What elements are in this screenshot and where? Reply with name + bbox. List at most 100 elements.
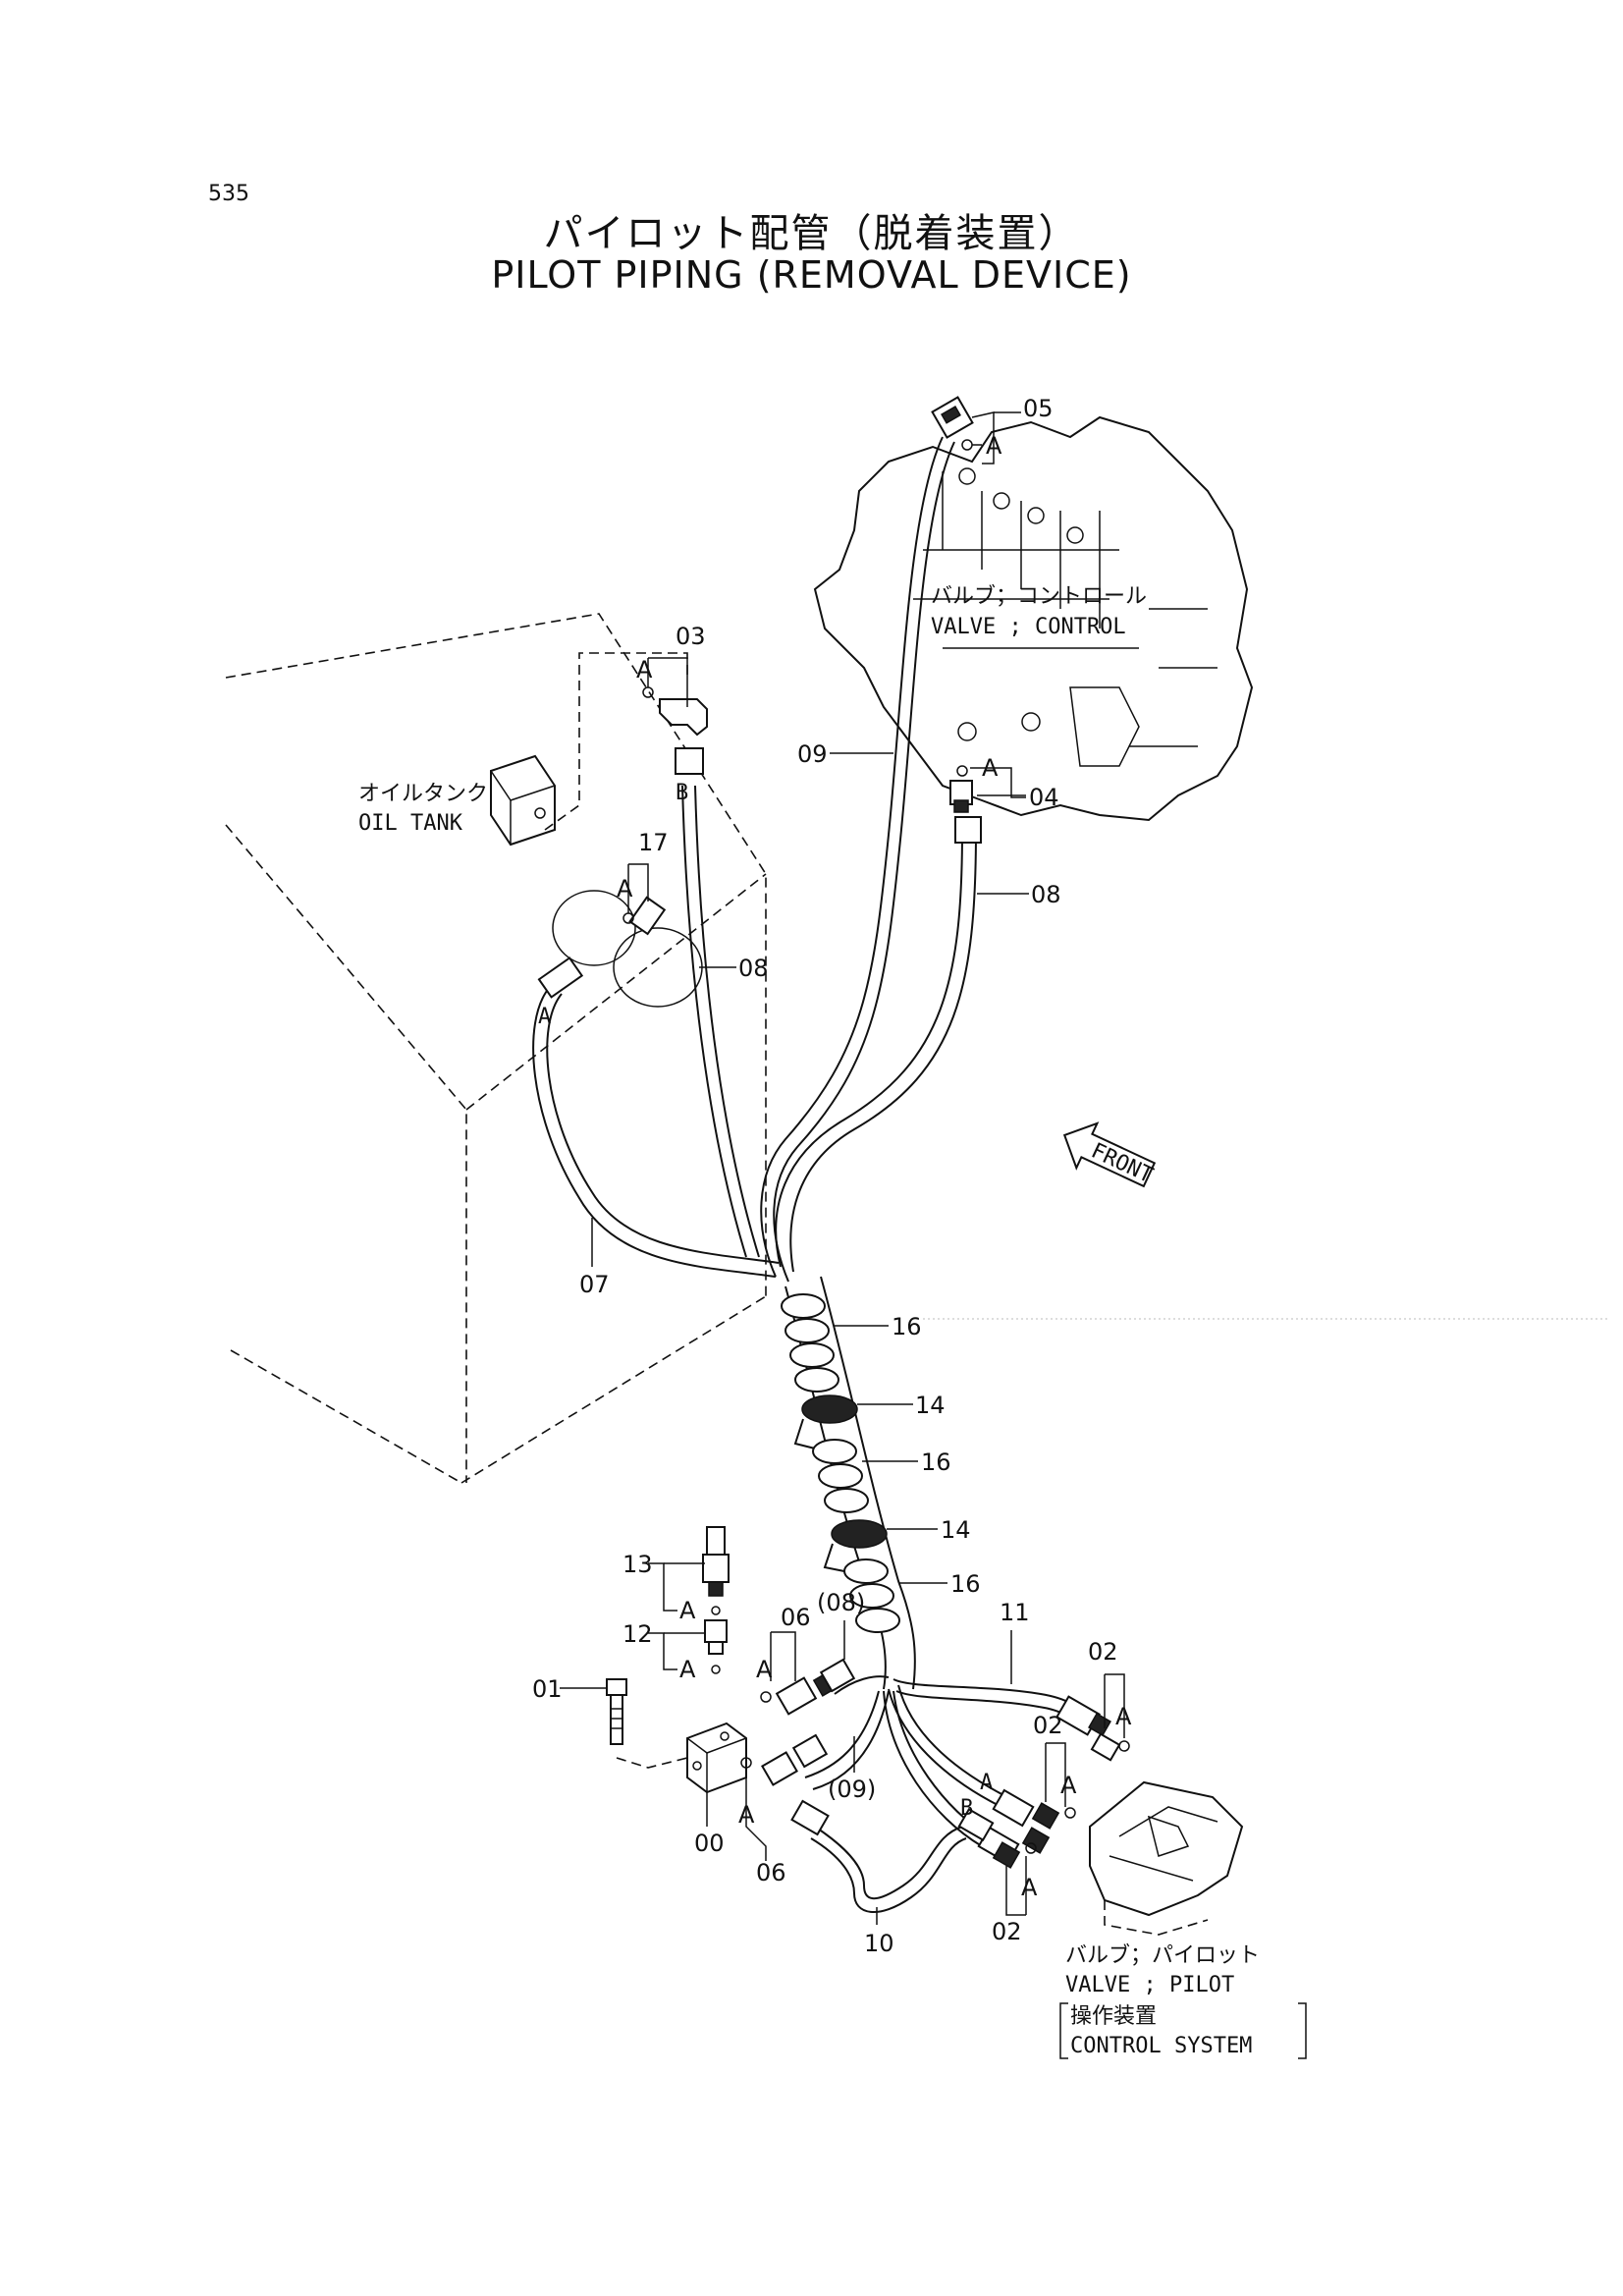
callout-05: A 05 xyxy=(961,395,1054,465)
callout-01: 01 xyxy=(532,1675,607,1703)
callout-08-paren-label: (08) xyxy=(817,1589,865,1616)
hose-lower-branches xyxy=(804,1684,1012,1847)
oil-tank-label-jp: オイルタンク xyxy=(358,782,488,806)
callout-02-mid: A 02 A B xyxy=(960,1712,1077,1821)
bolt-01 xyxy=(606,1678,688,1769)
callout-08-right-label: 08 xyxy=(1031,881,1061,908)
control-system-label: CONTROL SYSTEM xyxy=(1070,2034,1252,2058)
callout-16-upper-label: 16 xyxy=(892,1313,922,1340)
callout-06-upper-label: 06 xyxy=(781,1604,811,1631)
callout-14-lower-label: 14 xyxy=(941,1516,971,1544)
hose-end-letter-a-left: A xyxy=(538,1005,551,1029)
fitting-03 xyxy=(659,698,708,775)
fitting-11-end xyxy=(1055,1695,1111,1736)
hose-10 xyxy=(810,1826,967,1913)
hose-end-letter-a-lower: A xyxy=(980,1771,993,1795)
hose-08-left xyxy=(681,785,760,1258)
callout-04: A 04 xyxy=(956,754,1059,811)
callout-16-mid-label: 16 xyxy=(921,1449,951,1476)
oil-tank-label: OIL TANK xyxy=(358,811,463,836)
clamp-14-upper xyxy=(793,1394,858,1449)
front-arrow: FRONT xyxy=(1062,1121,1157,1189)
hose-07 xyxy=(532,986,780,1278)
callout-12-label: 12 xyxy=(622,1620,653,1648)
callout-16-upper: 16 xyxy=(835,1313,922,1340)
hose-end-letter-b-lower: B xyxy=(960,1796,973,1821)
fittings-02-mid xyxy=(957,1788,1060,1869)
pilot-valve xyxy=(1089,1780,1244,1936)
page-title: PILOT PIPING (REMOVAL DEVICE) xyxy=(491,253,1132,297)
hose-08-lower xyxy=(834,1675,890,1695)
fitting-07-end xyxy=(537,957,584,999)
callout-02-mid-letter-a: A xyxy=(1060,1772,1077,1799)
callout-03: A 03 B xyxy=(636,623,706,805)
control-valve-label-jp: バルブ；コントロール xyxy=(931,584,1147,609)
callout-16-mid: 16 xyxy=(862,1449,951,1476)
hose-bundle xyxy=(781,1276,916,1690)
callout-08-right: 08 xyxy=(977,881,1061,908)
fitting-17 xyxy=(628,896,667,936)
callout-02-top-label: 02 xyxy=(1088,1638,1118,1666)
hose-09 xyxy=(760,436,955,1283)
fitting-05 xyxy=(931,396,974,439)
callout-10-label: 10 xyxy=(864,1930,894,1957)
callout-06-lower-letter-a: A xyxy=(738,1801,755,1829)
callout-05-letter-a: A xyxy=(986,432,1002,460)
callout-13-label: 13 xyxy=(622,1551,653,1578)
callout-08-left-label: 08 xyxy=(738,955,769,982)
hose-08-right xyxy=(775,829,977,1273)
fitting-08-top xyxy=(954,816,982,844)
oil-tank-port xyxy=(490,652,688,847)
clamp-14-lower xyxy=(823,1519,888,1572)
callout-06-lower: A 06 xyxy=(738,1757,786,1886)
control-system-bracket xyxy=(1059,2002,1307,2059)
callout-07-label: 07 xyxy=(579,1271,610,1298)
pilot-valve-label: VALVE ; PILOT xyxy=(1065,1973,1234,1997)
pilot-valve-label-jp: バルブ；パイロット xyxy=(1065,1943,1260,1968)
control-valve xyxy=(813,415,1254,822)
check-valve-13 xyxy=(702,1526,730,1615)
callout-02-mid-label: 02 xyxy=(1033,1712,1063,1739)
callout-03-letter-a: A xyxy=(636,656,653,683)
protector-16-mid xyxy=(812,1439,869,1513)
callout-09-label: 09 xyxy=(797,740,828,768)
protector-16-upper xyxy=(781,1293,839,1393)
callout-06-upper: A 06 xyxy=(756,1604,811,1703)
block-00 xyxy=(686,1722,747,1794)
callout-06-upper-letter-a: A xyxy=(756,1656,773,1683)
callout-06-lower-label: 06 xyxy=(756,1859,786,1886)
callout-14-lower: 14 xyxy=(887,1516,971,1544)
callout-05-label: 05 xyxy=(1023,395,1054,422)
callout-17-letter-a: A xyxy=(617,875,633,902)
callout-11: 11 xyxy=(1000,1599,1030,1684)
callout-02-bottom-letter-a: A xyxy=(1021,1874,1038,1901)
callout-08-paren: (08) xyxy=(817,1589,865,1660)
callout-02-top-letter-a: A xyxy=(1115,1703,1132,1730)
hose-end-letter-b-top: B xyxy=(676,781,688,805)
page-title-japanese: パイロット配管（脱着装置） xyxy=(543,211,1080,256)
fitting-02-top xyxy=(1090,1732,1121,1762)
callout-14-upper: 14 xyxy=(857,1392,946,1419)
callout-17: A 17 A xyxy=(538,829,669,1029)
callout-02-bottom: A 02 xyxy=(992,1842,1038,1945)
fitting-06-lower xyxy=(761,1733,830,1836)
fitting-08-lower xyxy=(819,1658,856,1693)
front-arrow-label: FRONT xyxy=(1087,1139,1157,1189)
callout-13: 13 A xyxy=(622,1551,705,1624)
callout-02-bottom-label: 02 xyxy=(992,1918,1022,1945)
callout-02-top: A 02 xyxy=(1088,1638,1132,1752)
protector-16-lower xyxy=(843,1558,900,1633)
callout-12-letter-a: A xyxy=(679,1656,696,1683)
callout-01-label: 01 xyxy=(532,1675,563,1703)
callout-04-letter-a: A xyxy=(982,754,999,782)
callout-11-label: 11 xyxy=(1000,1599,1030,1626)
callout-10: 10 xyxy=(864,1907,894,1957)
callout-08-left: 08 xyxy=(699,955,769,982)
callout-17-label: 17 xyxy=(638,829,669,856)
fitting-04 xyxy=(949,780,973,813)
callout-09: 09 xyxy=(797,740,893,768)
callout-16-lower-label: 16 xyxy=(950,1570,981,1598)
callout-13-letter-a: A xyxy=(679,1597,696,1624)
callout-09-paren: (09) xyxy=(828,1736,876,1803)
